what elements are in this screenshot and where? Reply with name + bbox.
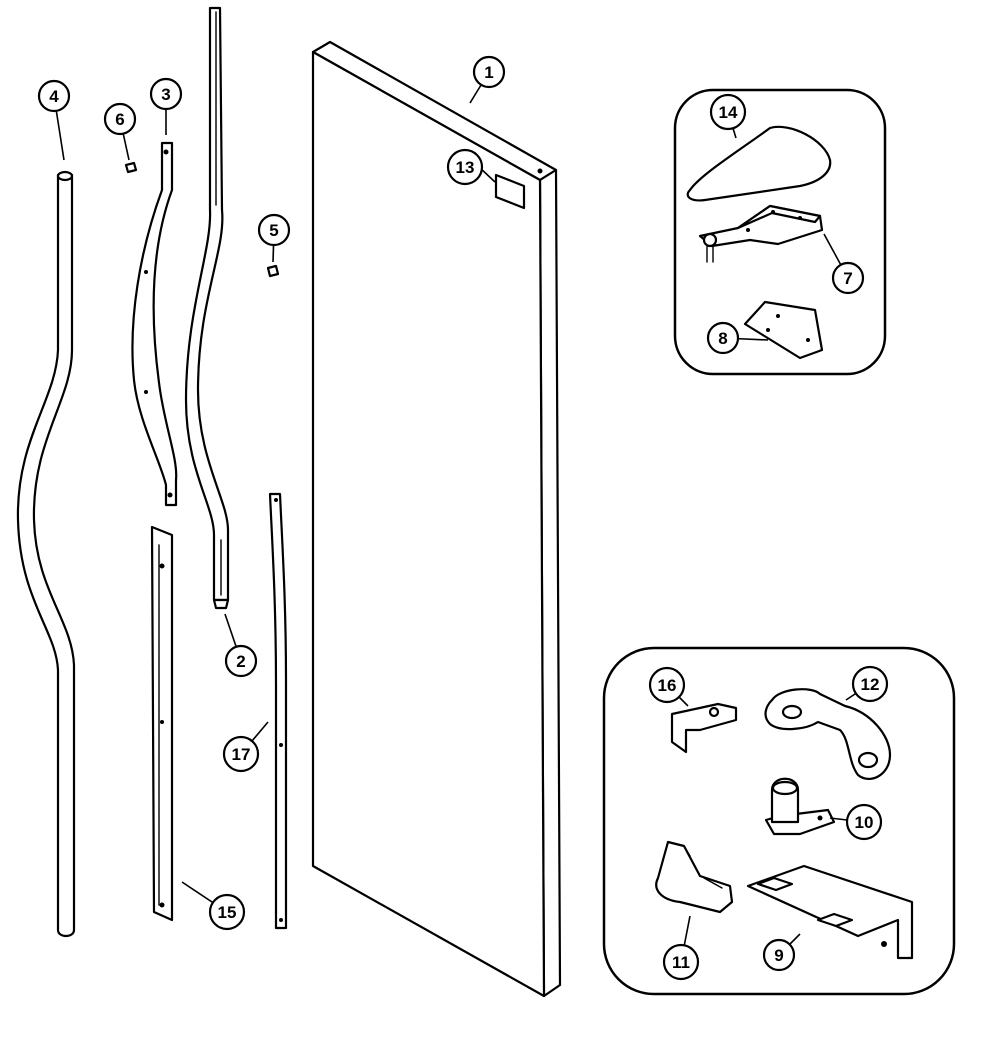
handle-trim [131,141,178,507]
bracket-part-16 [670,702,738,754]
cap-part-11 [655,840,734,914]
svg-text:13: 13 [456,158,475,177]
callout-5: 5 [257,213,291,247]
callout-16: 16 [648,666,686,704]
svg-text:17: 17 [232,745,251,764]
lower-hinge-bracket [746,864,914,960]
upper-hinge [698,204,824,263]
callout-1: 1 [472,55,506,89]
callout-7: 7 [831,261,865,295]
callout-3: 3 [149,77,183,111]
door-label-plate [494,173,526,210]
callout-6: 6 [103,102,137,136]
hinge-cover [686,125,832,202]
callout-9: 9 [762,938,796,972]
callout-14: 14 [709,93,747,131]
svg-text:9: 9 [774,946,783,965]
svg-text:12: 12 [861,675,880,694]
callout-11: 11 [662,943,700,981]
svg-text:5: 5 [269,221,278,240]
screw-part-6 [124,161,138,174]
callout-12: 12 [851,665,889,703]
long-trim [184,6,230,610]
door-handle [16,170,76,938]
screw-part-5 [266,264,280,278]
svg-text:1: 1 [484,63,493,82]
hinge-pin-plate [764,777,836,836]
svg-text:14: 14 [719,103,738,122]
svg-text:8: 8 [718,329,727,348]
svg-text:15: 15 [218,903,237,922]
callout-13: 13 [446,148,484,186]
callout-2: 2 [224,644,258,678]
thin-trim [268,492,288,930]
svg-text:7: 7 [843,269,852,288]
svg-text:3: 3 [161,85,170,104]
callout-17: 17 [222,735,260,773]
trim-strip [150,525,174,922]
callout-10: 10 [845,803,883,841]
door-panel [311,40,562,998]
callout-4: 4 [37,79,71,113]
svg-text:6: 6 [115,110,124,129]
callout-8: 8 [706,321,740,355]
svg-text:4: 4 [49,87,59,106]
hinge-shim [743,300,824,360]
svg-text:16: 16 [658,676,677,695]
lower-hinge-link [764,688,892,781]
svg-text:2: 2 [236,652,245,671]
svg-text:10: 10 [855,813,874,832]
svg-text:11: 11 [672,953,690,972]
callout-15: 15 [208,893,246,931]
